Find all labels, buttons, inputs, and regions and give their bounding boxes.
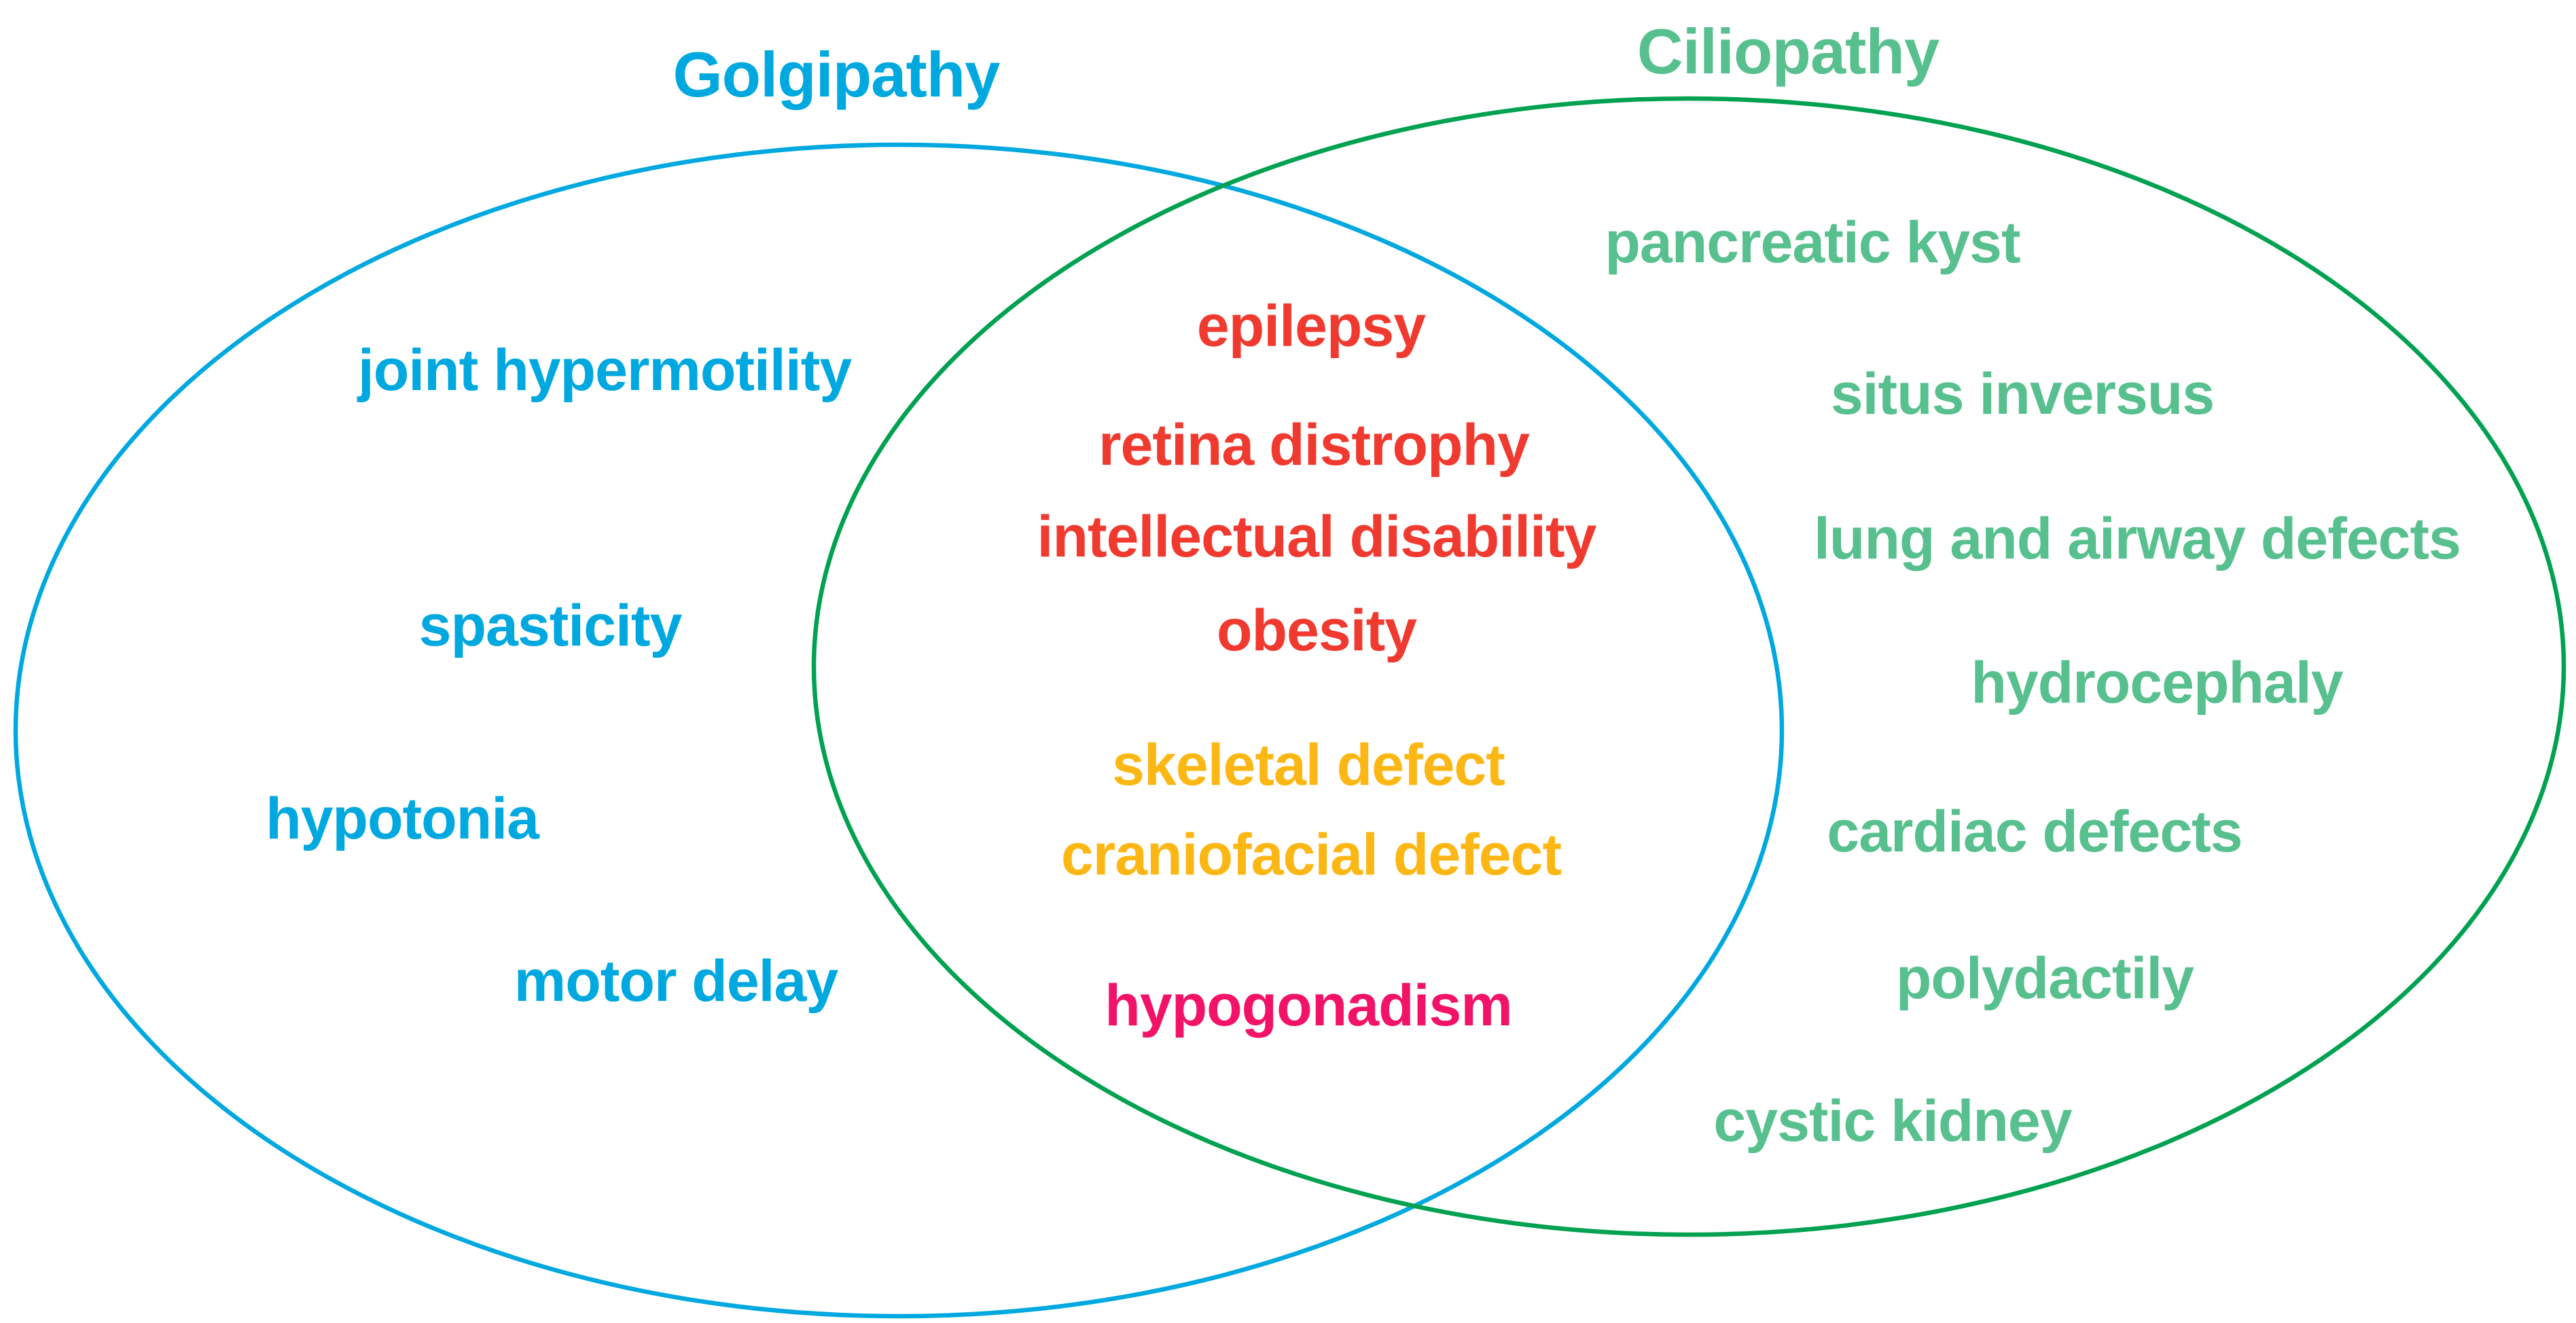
ciliopathy-item-situs-inversus: situs inversus	[1830, 361, 2215, 427]
intersection-item-epilepsy: epilepsy	[1196, 294, 1426, 359]
ciliopathy-item-cystic-kidney: cystic kidney	[1713, 1089, 2072, 1154]
golgipathy-item-motor-delay: motor delay	[514, 949, 838, 1014]
intersection-item-craniofacial-defect: craniofacial defect	[1060, 822, 1562, 887]
golgipathy-item-spasticity: spasticity	[418, 593, 683, 658]
intersection-item-obesity: obesity	[1216, 598, 1417, 663]
golgipathy-item-hypotonia: hypotonia	[266, 786, 539, 851]
intersection-item-skeletal-defect: skeletal defect	[1112, 733, 1505, 798]
golgipathy-set-title: Golgipathy	[673, 39, 1001, 110]
ciliopathy-item-cardiac-defects: cardiac defects	[1827, 799, 2242, 864]
golgipathy-item-joint-hypermotility: joint hypermotility	[357, 338, 852, 403]
golgipathy-ellipse-outline	[13, 142, 1785, 1319]
ciliopathy-ellipse-outline	[811, 96, 2566, 1237]
ciliopathy-item-pancreatic-kyst: pancreatic kyst	[1605, 210, 2020, 275]
ciliopathy-item-lung-and-airway-defects: lung and airway defects	[1814, 506, 2461, 571]
ciliopathy-set-title: Ciliopathy	[1636, 16, 1939, 87]
ciliopathy-item-hydrocephaly: hydrocephaly	[1971, 650, 2343, 716]
intersection-item-retina-distrophy: retina distrophy	[1098, 412, 1530, 478]
intersection-item-intellectual-disability: intellectual disability	[1037, 504, 1597, 569]
ciliopathy-item-polydactily: polydactily	[1895, 946, 2194, 1011]
intersection-item-hypogonadism: hypogonadism	[1105, 973, 1513, 1038]
